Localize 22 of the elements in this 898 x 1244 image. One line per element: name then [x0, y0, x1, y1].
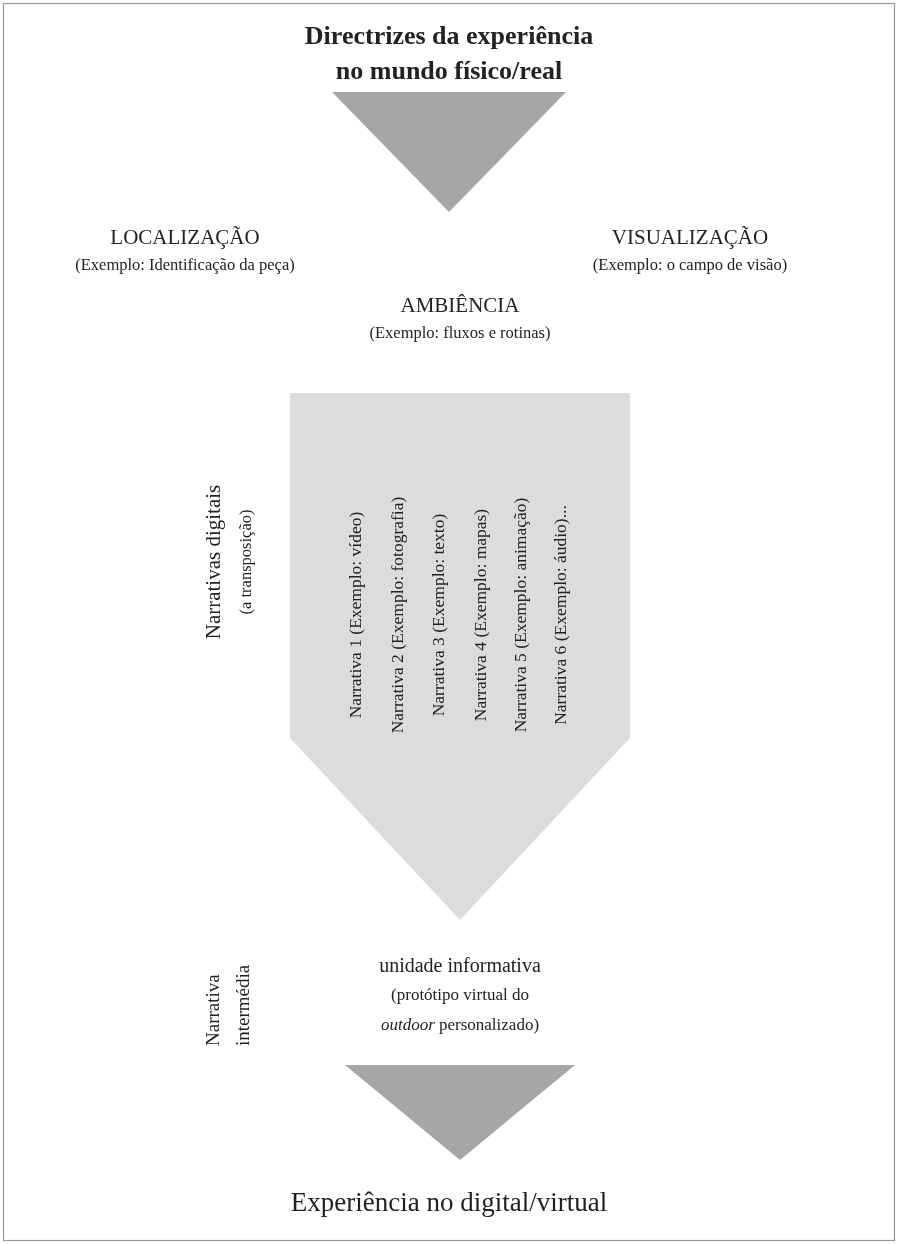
- side-label: Narrativa intermédia: [201, 963, 254, 1046]
- category-heading: AMBIÊNCIA: [399, 292, 521, 319]
- example-text: (Exemplo: o campo de visão): [591, 254, 789, 276]
- side-label: (a transposição): [235, 509, 256, 615]
- outcome-text: Experiência no digital/virtual: [149, 1160, 749, 1232]
- narrative-text: Narrativa 4 (Exemplo: mapas): [469, 508, 491, 722]
- unit-heading: unidade informativa: [378, 953, 542, 978]
- narrative-text: Narrativa 2 (Exemplo: fotografia): [386, 496, 408, 734]
- side-label: Narrativas digitais: [200, 484, 226, 640]
- category-heading: LOCALIZAÇÃO: [109, 224, 261, 251]
- chevron-arrow: [345, 1065, 575, 1160]
- example-text: (Exemplo: Identificação da peça): [74, 254, 296, 276]
- title-text: Directrizes da experiência no mundo físico/real: [209, 18, 689, 92]
- pentagon-arrow-shape: [290, 393, 630, 920]
- category-heading: VISUALIZAÇÃO: [610, 224, 770, 251]
- narrative-text: Narrativa 6 (Exemplo: áudio)...: [549, 505, 571, 725]
- chevron-arrow: [332, 92, 566, 212]
- narrative-text: Narrativa 1 (Exemplo: vídeo): [344, 511, 366, 719]
- narrative-text: Narrativa 5 (Exemplo: animação): [509, 497, 531, 733]
- narrative-text: Narrativa 3 (Exemplo: texto): [427, 513, 449, 717]
- unit-description: (protótipo virtual do outdoor personalizado): [379, 984, 541, 1036]
- example-text: (Exemplo: fluxos e rotinas): [368, 322, 552, 344]
